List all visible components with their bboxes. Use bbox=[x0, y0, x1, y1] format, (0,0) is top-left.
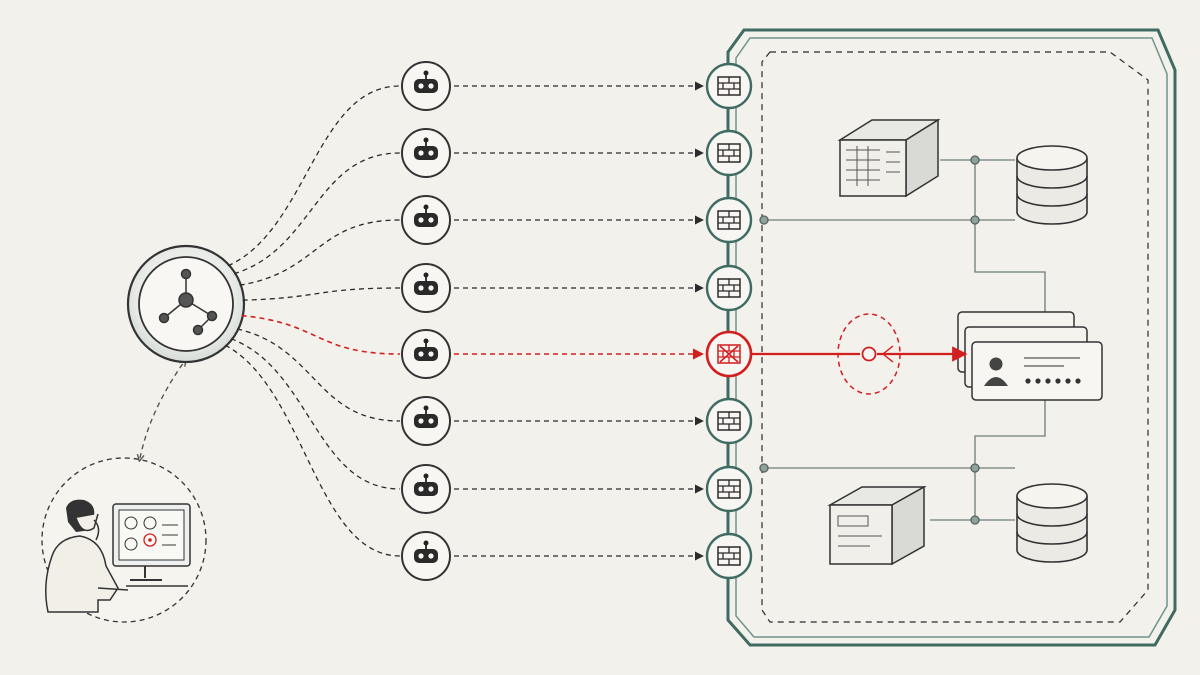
firewall-icon bbox=[717, 210, 741, 230]
agent-node bbox=[401, 464, 451, 514]
server-box-icon bbox=[837, 118, 941, 198]
hub-to-agent-link bbox=[242, 287, 401, 301]
credential-card-stack bbox=[957, 311, 1103, 401]
gateway-node bbox=[705, 264, 753, 312]
hub-to-agent-link bbox=[241, 314, 401, 355]
firewall-icon bbox=[717, 479, 741, 499]
agent-node bbox=[401, 263, 451, 313]
database-icon bbox=[1016, 483, 1088, 563]
breached-gateway-node bbox=[705, 330, 753, 378]
firewall-icon bbox=[717, 76, 741, 96]
operator-station bbox=[41, 457, 207, 623]
robot-icon bbox=[414, 540, 438, 563]
firewall-icon bbox=[717, 278, 741, 298]
robot-icon bbox=[414, 338, 438, 361]
server-box-icon bbox=[827, 485, 927, 566]
network-hub-icon bbox=[158, 268, 218, 336]
firewall-icon bbox=[717, 143, 741, 163]
hub-to-agent-link bbox=[236, 328, 401, 422]
agent-node bbox=[401, 195, 451, 245]
gateway-node bbox=[705, 62, 753, 110]
agent-node bbox=[401, 329, 451, 379]
secure-perimeter bbox=[726, 28, 1177, 647]
firewall-icon bbox=[717, 546, 741, 566]
internal-network-lines bbox=[759, 155, 1046, 525]
orchestrator-hub bbox=[126, 244, 246, 364]
agent-lanes bbox=[224, 61, 753, 581]
robot-icon bbox=[414, 70, 438, 93]
robot-icon bbox=[414, 137, 438, 160]
gateway-node bbox=[705, 465, 753, 513]
hub-to-agent-link bbox=[239, 219, 401, 286]
robot-icon bbox=[414, 204, 438, 227]
id-card-icon bbox=[984, 357, 1081, 386]
robot-icon bbox=[414, 272, 438, 295]
hub-to-agent-link bbox=[233, 152, 401, 275]
gateway-node bbox=[705, 532, 753, 580]
gateway-node bbox=[705, 129, 753, 177]
firewall-icon bbox=[717, 344, 741, 364]
person-at-computer-icon bbox=[45, 499, 191, 613]
operator-link bbox=[140, 362, 184, 458]
robot-icon bbox=[414, 405, 438, 428]
gateway-node bbox=[705, 196, 753, 244]
hub-to-agent-link bbox=[224, 344, 401, 557]
hub-to-agent-link bbox=[230, 338, 401, 490]
agent-node bbox=[401, 396, 451, 446]
agent-node bbox=[401, 61, 451, 111]
database-icon bbox=[1016, 145, 1088, 225]
agent-node bbox=[401, 531, 451, 581]
gateway-node bbox=[705, 397, 753, 445]
hub-to-agent-link bbox=[227, 85, 401, 267]
firewall-icon bbox=[717, 411, 741, 431]
robot-icon bbox=[414, 473, 438, 496]
agent-node bbox=[401, 128, 451, 178]
